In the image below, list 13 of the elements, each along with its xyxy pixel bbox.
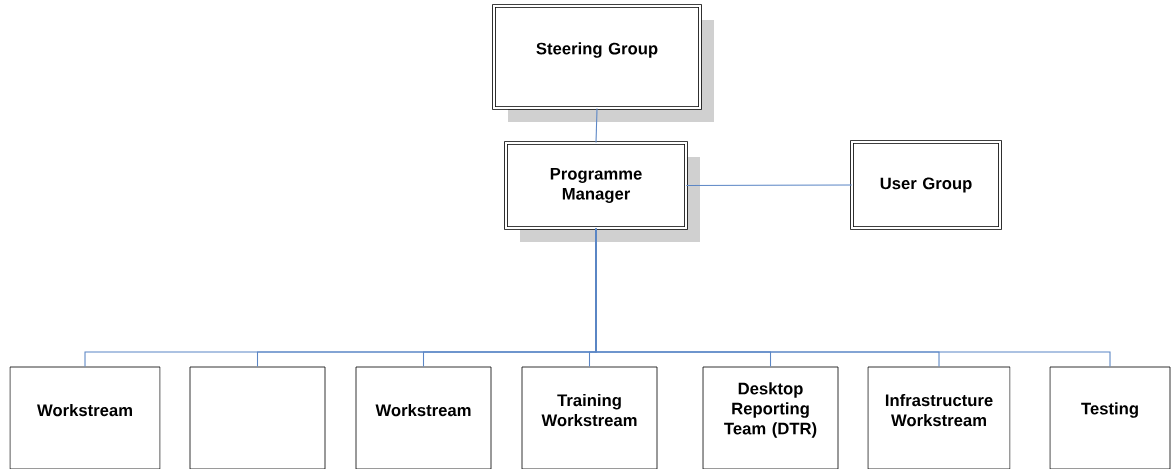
team-box: User Group	[850, 140, 1002, 230]
team-box	[189, 366, 326, 469]
connector-line	[595, 227, 1111, 368]
team-box: Steering Group	[492, 4, 714, 122]
team-box: Workstream	[355, 366, 492, 469]
team-box: Testing	[1049, 366, 1171, 469]
connector-line	[685, 184, 853, 187]
team-box: Infrastructure Workstream	[867, 366, 1011, 469]
team-box: Training Workstream	[521, 366, 658, 469]
team-box: Workstream	[9, 366, 161, 469]
team-box: Desktop Reporting Team (DTR)	[702, 366, 839, 469]
connector-line	[595, 107, 598, 144]
team-box: Programme Manager	[504, 141, 700, 242]
